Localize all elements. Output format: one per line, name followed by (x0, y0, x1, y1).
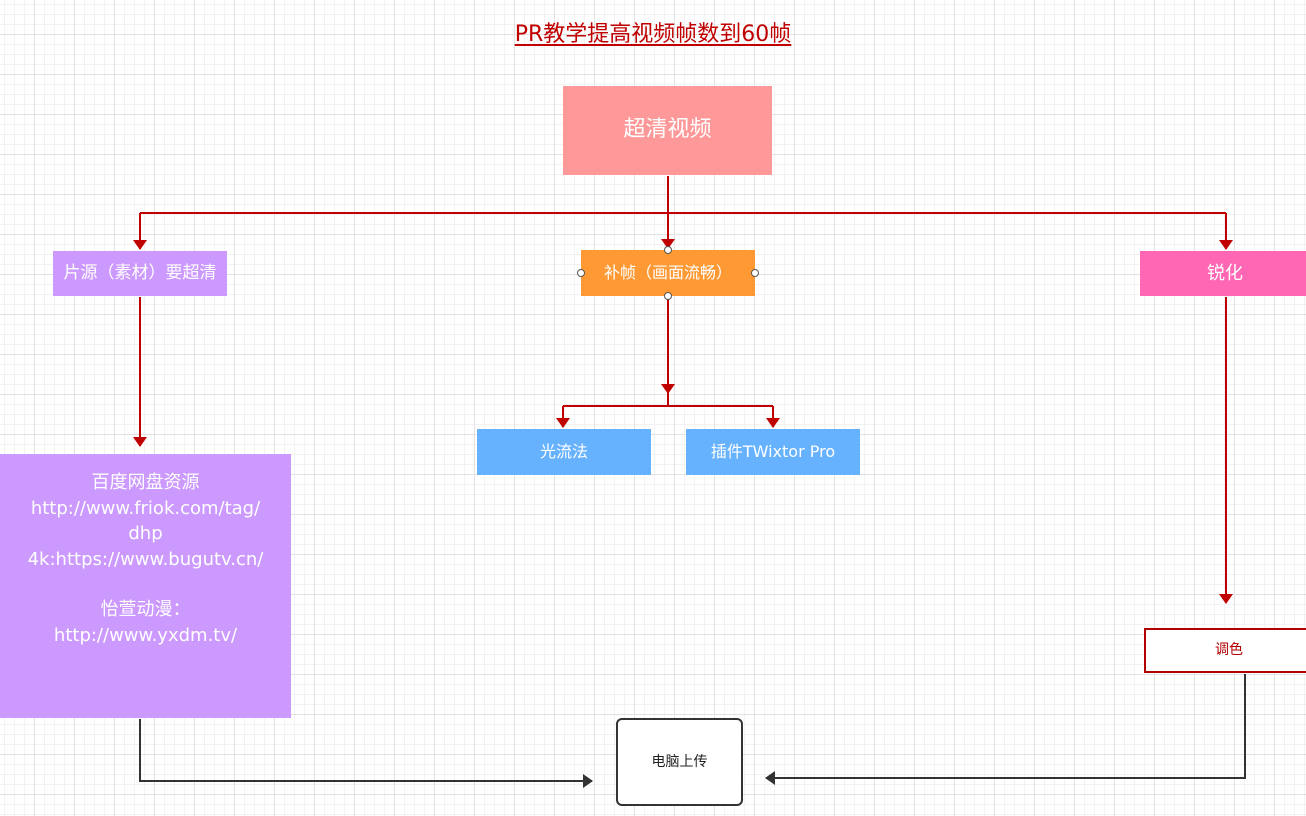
node-color-grade-label: 调色 (1215, 642, 1243, 659)
selection-handle-right[interactable] (751, 269, 759, 277)
connector-color-to-upload (765, 674, 1246, 785)
connector-resources-to-upload (139, 719, 593, 788)
node-upload-label: 电脑上传 (651, 753, 708, 770)
selection-handle-left[interactable] (577, 269, 585, 277)
resources-line: http://www.yxdm.tv/ (53, 624, 238, 646)
node-plugin[interactable]: 插件TWixtor Pro (686, 429, 860, 475)
node-source-label: 片源（素材）要超清 (63, 263, 217, 284)
selection-handle-top[interactable] (664, 246, 672, 254)
node-frame-interp-label: 补帧（画面流畅） (603, 263, 732, 283)
node-sharpen[interactable]: 锐化 (1140, 251, 1306, 296)
node-optical-flow-label: 光流法 (539, 442, 588, 462)
resources-line: 怡萱动漫： (100, 599, 191, 621)
resources-line: 4k:https://www.bugutv.cn/ (27, 548, 264, 570)
node-sharpen-label: 锐化 (1207, 262, 1243, 284)
node-root[interactable]: 超清视频 (563, 86, 772, 175)
node-resources[interactable]: 百度网盘资源 http://www.friok.com/tag/ dhp 4k:… (0, 454, 291, 718)
resources-line: http://www.friok.com/tag/ (30, 497, 261, 519)
resources-line: dhp (128, 523, 163, 545)
node-plugin-label: 插件TWixtor Pro (710, 442, 836, 462)
node-optical-flow[interactable]: 光流法 (477, 429, 651, 475)
node-source[interactable]: 片源（素材）要超清 (53, 251, 227, 296)
node-frame-interp[interactable]: 补帧（画面流畅） (581, 250, 755, 296)
diagram-title: PR教学提高视频帧数到60帧 (514, 22, 792, 47)
node-root-label: 超清视频 (623, 117, 712, 143)
selection-handle-bottom[interactable] (664, 292, 672, 300)
node-color-grade[interactable]: 调色 (1144, 628, 1306, 673)
node-upload[interactable]: 电脑上传 (616, 718, 743, 806)
resources-line: 百度网盘资源 (91, 472, 200, 493)
